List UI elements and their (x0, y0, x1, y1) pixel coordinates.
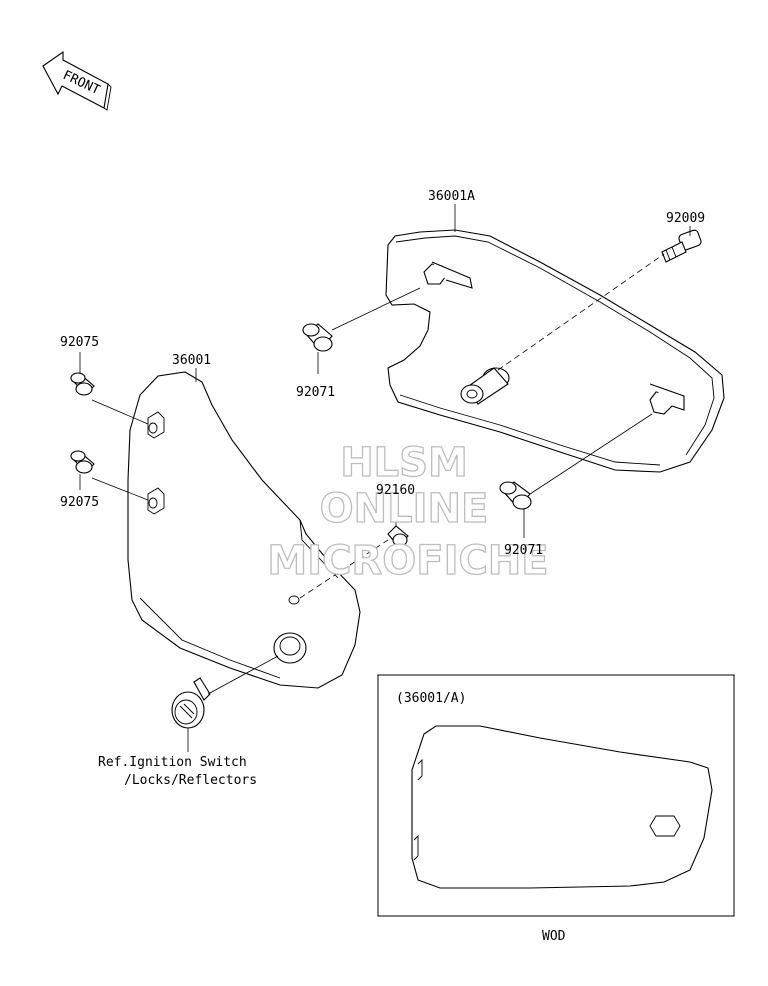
side-cover-right (385, 229, 725, 473)
watermark-line3: MICROFICHE (267, 538, 548, 584)
inset-box: (36001/A) (377, 674, 735, 917)
watermark-line2: ONLINE (320, 486, 489, 532)
grommet-92160 (387, 525, 409, 547)
reference-note-line1: Ref.Ignition Switch (98, 755, 247, 770)
part-label-36001: 36001 (172, 353, 211, 368)
watermark: HLSM ONLINE MICROFICHE (267, 439, 550, 584)
watermark-line1: HLSM (340, 440, 468, 486)
ignition-lock (171, 677, 211, 729)
front-arrow-icon: FRONT (42, 50, 112, 111)
inset-title: (36001/A) (396, 691, 466, 706)
leader-lines (79, 204, 691, 752)
grommet-92075-top (70, 372, 95, 396)
part-label-92071-left: 92071 (296, 385, 335, 400)
part-label-92071-right: 92071 (504, 543, 543, 558)
inset-side-cover (411, 725, 713, 889)
grommet-92075-bottom (70, 450, 95, 474)
part-label-92075-top: 92075 (60, 335, 99, 350)
part-label-92160: 92160 (376, 483, 415, 498)
reference-note-line2: /Locks/Reflectors (124, 773, 257, 788)
part-label-36001a: 36001A (428, 189, 475, 204)
grommet-92071-left (302, 323, 333, 352)
inset-caption: WOD (542, 929, 566, 944)
part-label-92009: 92009 (666, 211, 705, 226)
bolt-92009 (661, 229, 702, 263)
part-label-92075-bottom: 92075 (60, 495, 99, 510)
side-cover-left (127, 371, 361, 689)
grommet-92071-right (499, 481, 532, 510)
